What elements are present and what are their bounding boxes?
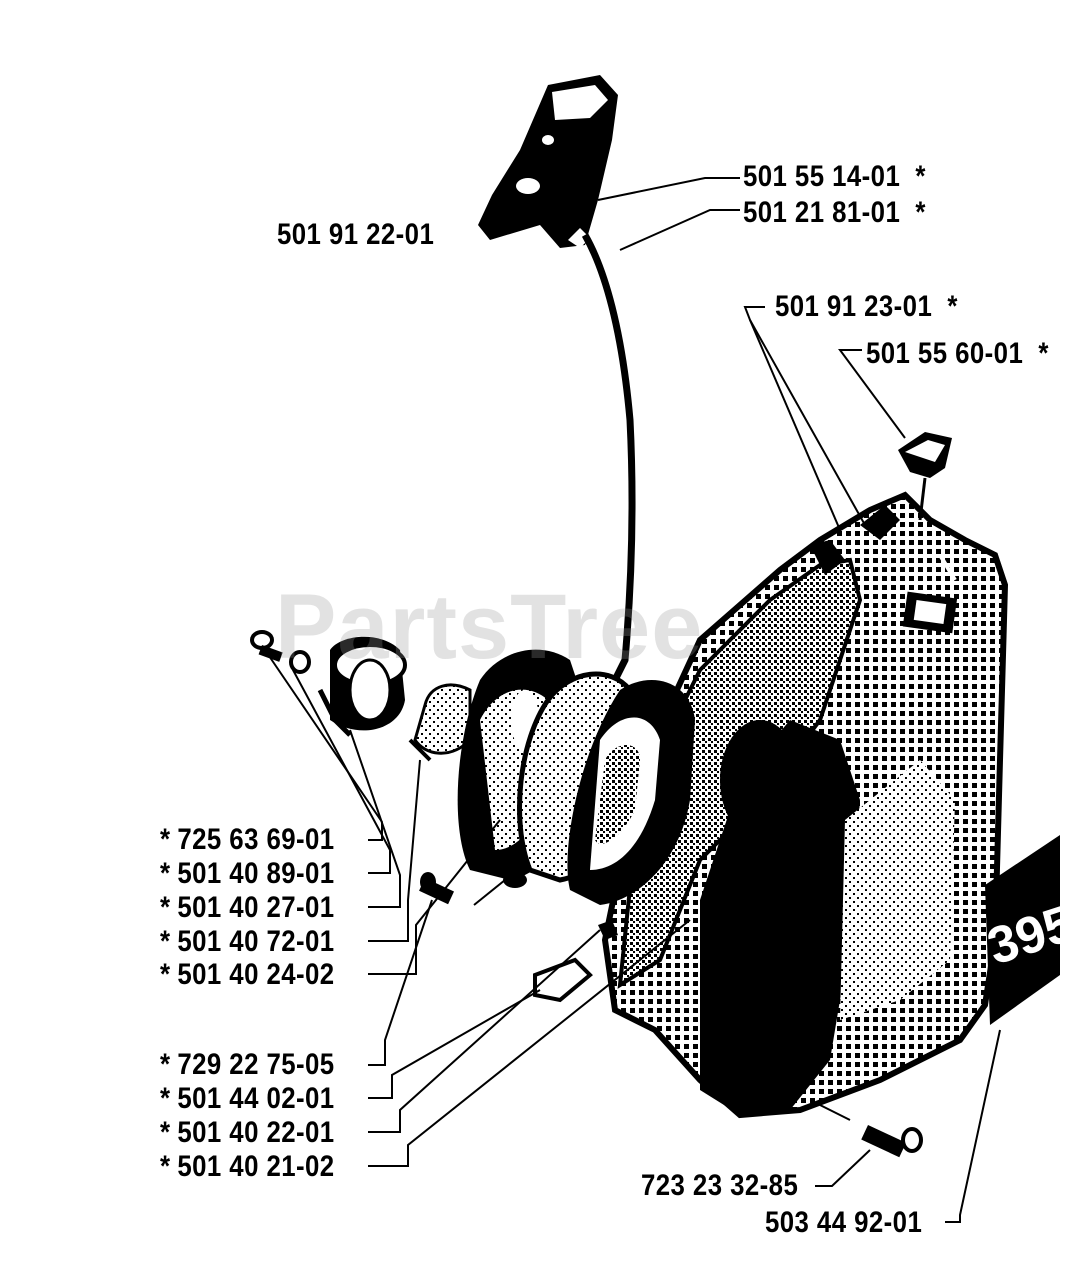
part-number: 503 44 92-01 bbox=[765, 1206, 923, 1239]
asterisk: * bbox=[160, 857, 171, 890]
label-starter-cord: 501 21 81-01 * bbox=[743, 196, 926, 230]
starter-cover bbox=[601, 491, 1009, 1119]
label-screw: *725 63 69-01 bbox=[160, 823, 335, 857]
label-spring-cassette: *501 40 21-02 bbox=[160, 1150, 335, 1184]
part-number: 501 21 81-01 bbox=[743, 196, 901, 229]
part-number: 501 91 22-01 bbox=[277, 218, 435, 251]
part-number: 723 23 32-85 bbox=[641, 1169, 799, 1202]
asterisk: * bbox=[160, 958, 171, 991]
part-number: 729 22 75-05 bbox=[177, 1048, 335, 1081]
asterisk: * bbox=[160, 891, 171, 924]
part-number: 501 40 24-02 bbox=[177, 958, 335, 991]
label-pawl-screw: *729 22 75-05 bbox=[160, 1048, 335, 1082]
label-rope-guide: 501 55 60-01 * bbox=[866, 337, 1049, 371]
spacer bbox=[408, 683, 472, 762]
watermark: PartsTree bbox=[275, 576, 704, 678]
asterisk: * bbox=[160, 1116, 171, 1149]
part-number: 501 40 21-02 bbox=[177, 1150, 335, 1183]
label-cover: 501 91 23-01 * bbox=[775, 290, 958, 324]
spring-housing bbox=[317, 636, 407, 737]
leader-lines bbox=[264, 177, 1001, 1223]
label-spacer: *501 40 72-01 bbox=[160, 925, 335, 959]
label-handle: 501 91 22-01 bbox=[277, 218, 434, 252]
screw bbox=[250, 630, 283, 662]
part-number: 501 55 14-01 bbox=[743, 160, 901, 193]
pawl-screw bbox=[419, 872, 455, 905]
spring bbox=[567, 680, 695, 905]
asterisk: * bbox=[160, 1048, 171, 1081]
label-cover-screw: 723 23 32-85 bbox=[641, 1169, 798, 1203]
part-number: 501 44 02-01 bbox=[177, 1082, 335, 1115]
part-number: 501 91 23-01 bbox=[775, 290, 933, 323]
part-number: 501 40 89-01 bbox=[177, 857, 335, 890]
part-number: 501 40 22-01 bbox=[177, 1116, 335, 1149]
pawl bbox=[533, 957, 593, 1003]
asterisk: * bbox=[160, 1150, 171, 1183]
asterisk: * bbox=[915, 160, 926, 193]
washer bbox=[289, 650, 311, 674]
label-washer: *501 40 89-01 bbox=[160, 857, 335, 891]
starter-handle bbox=[478, 75, 618, 248]
label-pulley: *501 40 24-02 bbox=[160, 958, 335, 992]
part-number: 501 40 27-01 bbox=[177, 891, 335, 924]
asterisk: * bbox=[915, 196, 926, 229]
asterisk: * bbox=[160, 823, 171, 856]
label-spring: *501 40 22-01 bbox=[160, 1116, 335, 1150]
label-handle-insert: 501 55 14-01 * bbox=[743, 160, 926, 194]
label-spring-housing: *501 40 27-01 bbox=[160, 891, 335, 925]
label-pawl: *501 44 02-01 bbox=[160, 1082, 335, 1116]
asterisk: * bbox=[160, 925, 171, 958]
part-number: 501 55 60-01 bbox=[866, 337, 1024, 370]
rope-guide bbox=[898, 432, 952, 521]
part-number: 725 63 69-01 bbox=[177, 823, 335, 856]
part-number: 501 40 72-01 bbox=[177, 925, 335, 958]
cover-screw bbox=[861, 1125, 923, 1158]
starter-cord bbox=[581, 233, 636, 692]
label-decal: 503 44 92-01 bbox=[765, 1206, 922, 1240]
asterisk: * bbox=[160, 1082, 171, 1115]
asterisk: * bbox=[947, 290, 958, 323]
asterisk: * bbox=[1038, 337, 1049, 370]
